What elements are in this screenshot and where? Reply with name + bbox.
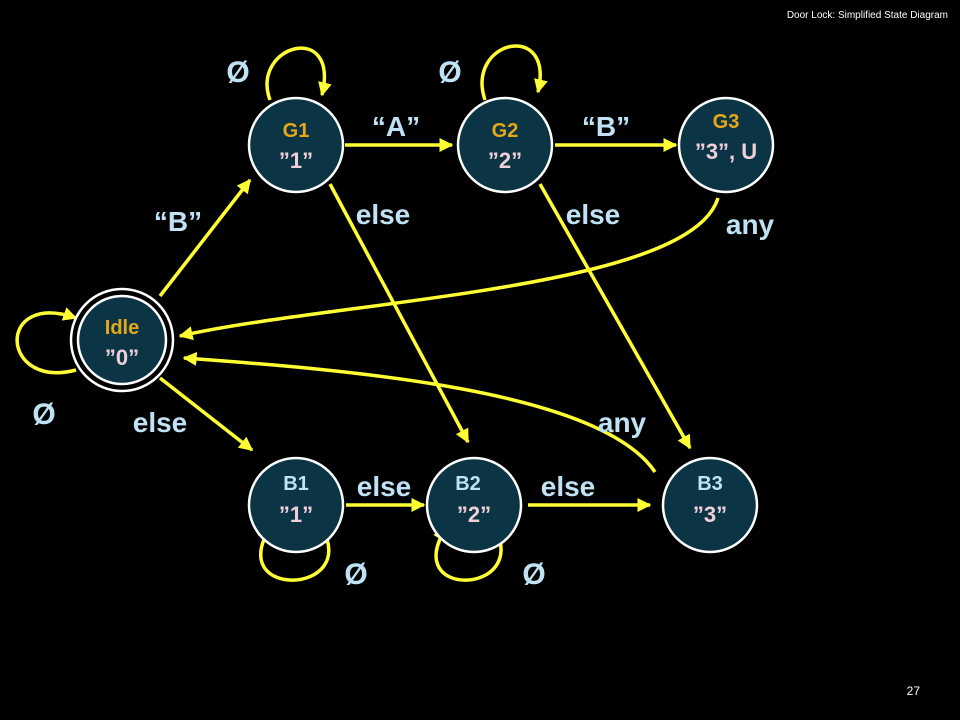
state-g2: G2 ”2” [456, 96, 554, 194]
state-g2-circle [456, 96, 554, 194]
state-b2-circle [425, 456, 523, 554]
state-g1-output: ”1” [279, 148, 313, 173]
label-b3-to-idle: any [598, 407, 647, 438]
state-b1-name: B1 [283, 473, 309, 495]
label-g2-to-b3: else [566, 199, 621, 230]
label-self-loop-g2: Ø [438, 56, 461, 89]
edge-idle-to-g1 [158, 178, 252, 298]
state-idle-circle [76, 294, 168, 386]
state-g3-name: G3 [713, 111, 740, 133]
label-self-loop-b2: Ø [522, 558, 545, 591]
edge-g3-to-idle [178, 197, 720, 341]
state-b1-output: ”1” [279, 502, 313, 527]
self-loop-b1 [257, 526, 331, 582]
state-g2-name: G2 [492, 120, 519, 142]
state-b3-name: B3 [697, 473, 723, 495]
state-g3-output: ”3”, U [695, 139, 757, 164]
self-loop-idle [15, 307, 78, 375]
state-g3: G3 ”3”, U [677, 96, 775, 194]
state-g1: G1 ”1” [247, 96, 345, 194]
state-b2-name: B2 [455, 473, 481, 495]
edge-g2-to-b3 [538, 183, 692, 450]
self-loop-g2 [480, 44, 548, 101]
label-self-loop-b1: Ø [344, 558, 367, 591]
label-self-loop-idle: Ø [32, 398, 55, 431]
edge-g1-to-b2 [328, 183, 470, 444]
page-number: 27 [906, 684, 920, 698]
state-idle-name: Idle [105, 317, 139, 339]
state-b3-circle [661, 456, 759, 554]
label-b2-to-b3: else [541, 471, 596, 502]
label-idle-to-b1: else [133, 407, 188, 438]
state-b2-output: ”2” [457, 502, 491, 527]
label-g3-to-idle: any [726, 209, 775, 240]
edges [15, 44, 720, 582]
state-b3-output: ”3” [693, 502, 727, 527]
state-b3: B3 ”3” [661, 456, 759, 554]
self-loop-g1 [265, 46, 332, 101]
state-b1-circle [247, 456, 345, 554]
label-g1-to-g2: “A” [372, 111, 420, 142]
state-b1: B1 ”1” [247, 456, 345, 554]
state-g1-circle [247, 96, 345, 194]
state-g2-output: ”2” [488, 148, 522, 173]
label-idle-to-g1: “B” [154, 206, 202, 237]
label-self-loop-g1: Ø [226, 56, 249, 89]
slide-title: Door Lock: Simplified State Diagram [786, 10, 948, 21]
label-g1-to-b2: else [356, 199, 411, 230]
label-b1-to-b2: else [357, 471, 412, 502]
edge-b3-to-idle [182, 351, 657, 473]
state-idle: Idle ”0” [69, 287, 175, 393]
edge-labels: “B” “A” “B” else else any else else else… [133, 111, 775, 502]
self-loop-b2 [433, 526, 503, 582]
state-g3-circle [677, 96, 775, 194]
state-b2: B2 ”2” [425, 456, 523, 554]
state-g1-name: G1 [283, 120, 310, 142]
self-loop-labels: Ø Ø Ø Ø Ø [32, 56, 545, 591]
edge-idle-to-b1 [158, 376, 254, 452]
label-g2-to-g3: “B” [582, 111, 630, 142]
state-idle-output: ”0” [105, 345, 139, 370]
state-idle-outer-ring [69, 287, 175, 393]
